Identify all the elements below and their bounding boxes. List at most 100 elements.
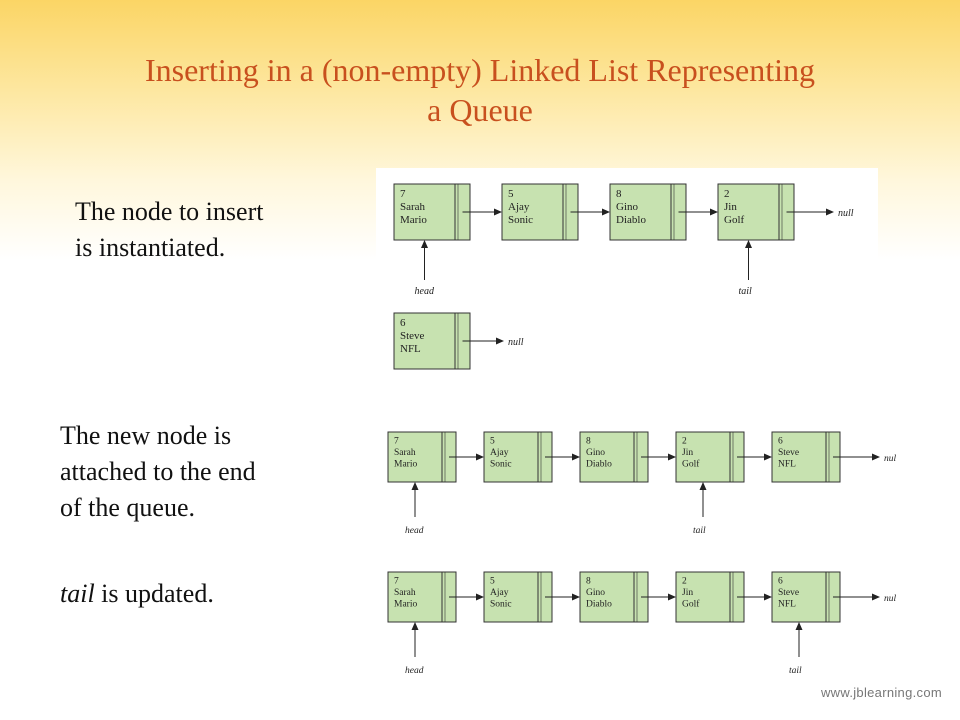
node-first-name: Gino: [616, 201, 639, 213]
node-id: 2: [682, 437, 687, 447]
node-id: 5: [490, 437, 495, 447]
new-node-null-label: null: [508, 337, 524, 348]
node-last-name: Sonic: [508, 214, 533, 226]
null-label: null: [884, 594, 896, 604]
caption-step2-line1: The new node is: [60, 421, 232, 450]
next-pointer-arrowhead: [710, 208, 718, 216]
node-first-name: Steve: [400, 330, 425, 342]
next-pointer-arrowhead: [602, 208, 610, 216]
node-first-name: Gino: [586, 588, 605, 598]
node-last-name: Sonic: [490, 460, 512, 470]
node-box: [501, 183, 579, 241]
node-id: 7: [394, 437, 399, 447]
node-box: [483, 571, 553, 623]
caption-step3-tail-word: tail: [60, 579, 95, 608]
null-pointer-arrowhead: [872, 593, 880, 601]
null-label: null: [838, 208, 854, 219]
head-pointer-arrowhead: [421, 240, 428, 248]
caption-step1-line1: The node to insert: [75, 197, 264, 226]
node-last-name: Sonic: [490, 600, 512, 610]
node-first-name: Gino: [586, 448, 605, 458]
tail-label: tail: [693, 526, 706, 536]
node-last-name: NFL: [778, 460, 796, 470]
node-id: 7: [400, 188, 406, 200]
caption-step2-line3: of the queue.: [60, 493, 196, 522]
tail-label: tail: [789, 666, 802, 676]
next-pointer-arrowhead: [476, 453, 484, 461]
title-line-1: Inserting in a (non-empty) Linked List R…: [144, 52, 816, 88]
head-label: head: [405, 526, 424, 536]
caption-step1: The node to insert is instantiated.: [75, 194, 325, 266]
diagram-step1-svg: 7SarahMario5AjaySonic8GinoDiablo2JinGolf…: [393, 183, 854, 370]
node-id: 6: [778, 437, 783, 447]
head-label: head: [405, 666, 424, 676]
node-box: [771, 431, 841, 483]
node-box: [393, 183, 471, 241]
null-pointer-arrowhead: [826, 208, 834, 216]
node-id: 5: [508, 188, 514, 200]
next-pointer-arrowhead: [764, 593, 772, 601]
node-last-name: Mario: [394, 460, 417, 470]
caption-step3-rest: is updated.: [94, 579, 214, 608]
node-last-name: Diablo: [586, 460, 612, 470]
node-first-name: Steve: [778, 448, 799, 458]
diagram-step2-svg: 7SarahMario5AjaySonic8GinoDiablo2JinGolf…: [387, 431, 899, 536]
slide-title: Inserting in a (non-empty) Linked List R…: [60, 50, 900, 130]
node-box: [717, 183, 795, 241]
node-first-name: Steve: [778, 588, 799, 598]
node-first-name: Sarah: [400, 201, 426, 213]
node-first-name: Sarah: [394, 448, 416, 458]
node-box: [771, 571, 841, 623]
caption-step1-line2: is instantiated.: [75, 233, 226, 262]
new-node-null-pointer-arrowhead: [496, 337, 504, 345]
null-label: null: [884, 454, 896, 464]
node-id: 7: [394, 577, 399, 587]
node-id: 6: [400, 317, 406, 329]
node-first-name: Jin: [724, 201, 737, 213]
null-pointer-arrowhead: [872, 453, 880, 461]
node-last-name: Mario: [400, 214, 427, 226]
node-last-name: Mario: [394, 600, 417, 610]
tail-label: tail: [739, 286, 753, 297]
next-pointer-arrowhead: [668, 593, 676, 601]
node-id: 8: [586, 577, 591, 587]
node-first-name: Sarah: [394, 588, 416, 598]
node-last-name: Golf: [682, 599, 700, 610]
tail-pointer-arrowhead: [745, 240, 752, 248]
caption-step3: tail is updated.: [60, 576, 340, 612]
next-pointer-arrowhead: [764, 453, 772, 461]
caption-step2: The new node is attached to the end of t…: [60, 418, 320, 526]
next-pointer-arrowhead: [572, 453, 580, 461]
node-last-name: NFL: [400, 343, 421, 355]
tail-pointer-arrowhead: [795, 622, 803, 630]
node-id: 5: [490, 577, 495, 587]
node-id: 6: [778, 577, 783, 587]
node-first-name: Ajay: [490, 588, 509, 598]
tail-pointer-arrowhead: [699, 482, 707, 490]
node-first-name: Ajay: [490, 448, 509, 458]
node-id: 8: [616, 188, 622, 200]
next-pointer-arrowhead: [668, 453, 676, 461]
node-first-name: Jin: [682, 588, 693, 598]
caption-step2-line2: attached to the end: [60, 457, 256, 486]
node-last-name: Golf: [724, 214, 745, 226]
node-last-name: Golf: [682, 459, 700, 470]
node-first-name: Ajay: [508, 201, 530, 213]
publisher-watermark: www.jblearning.com: [820, 685, 942, 700]
